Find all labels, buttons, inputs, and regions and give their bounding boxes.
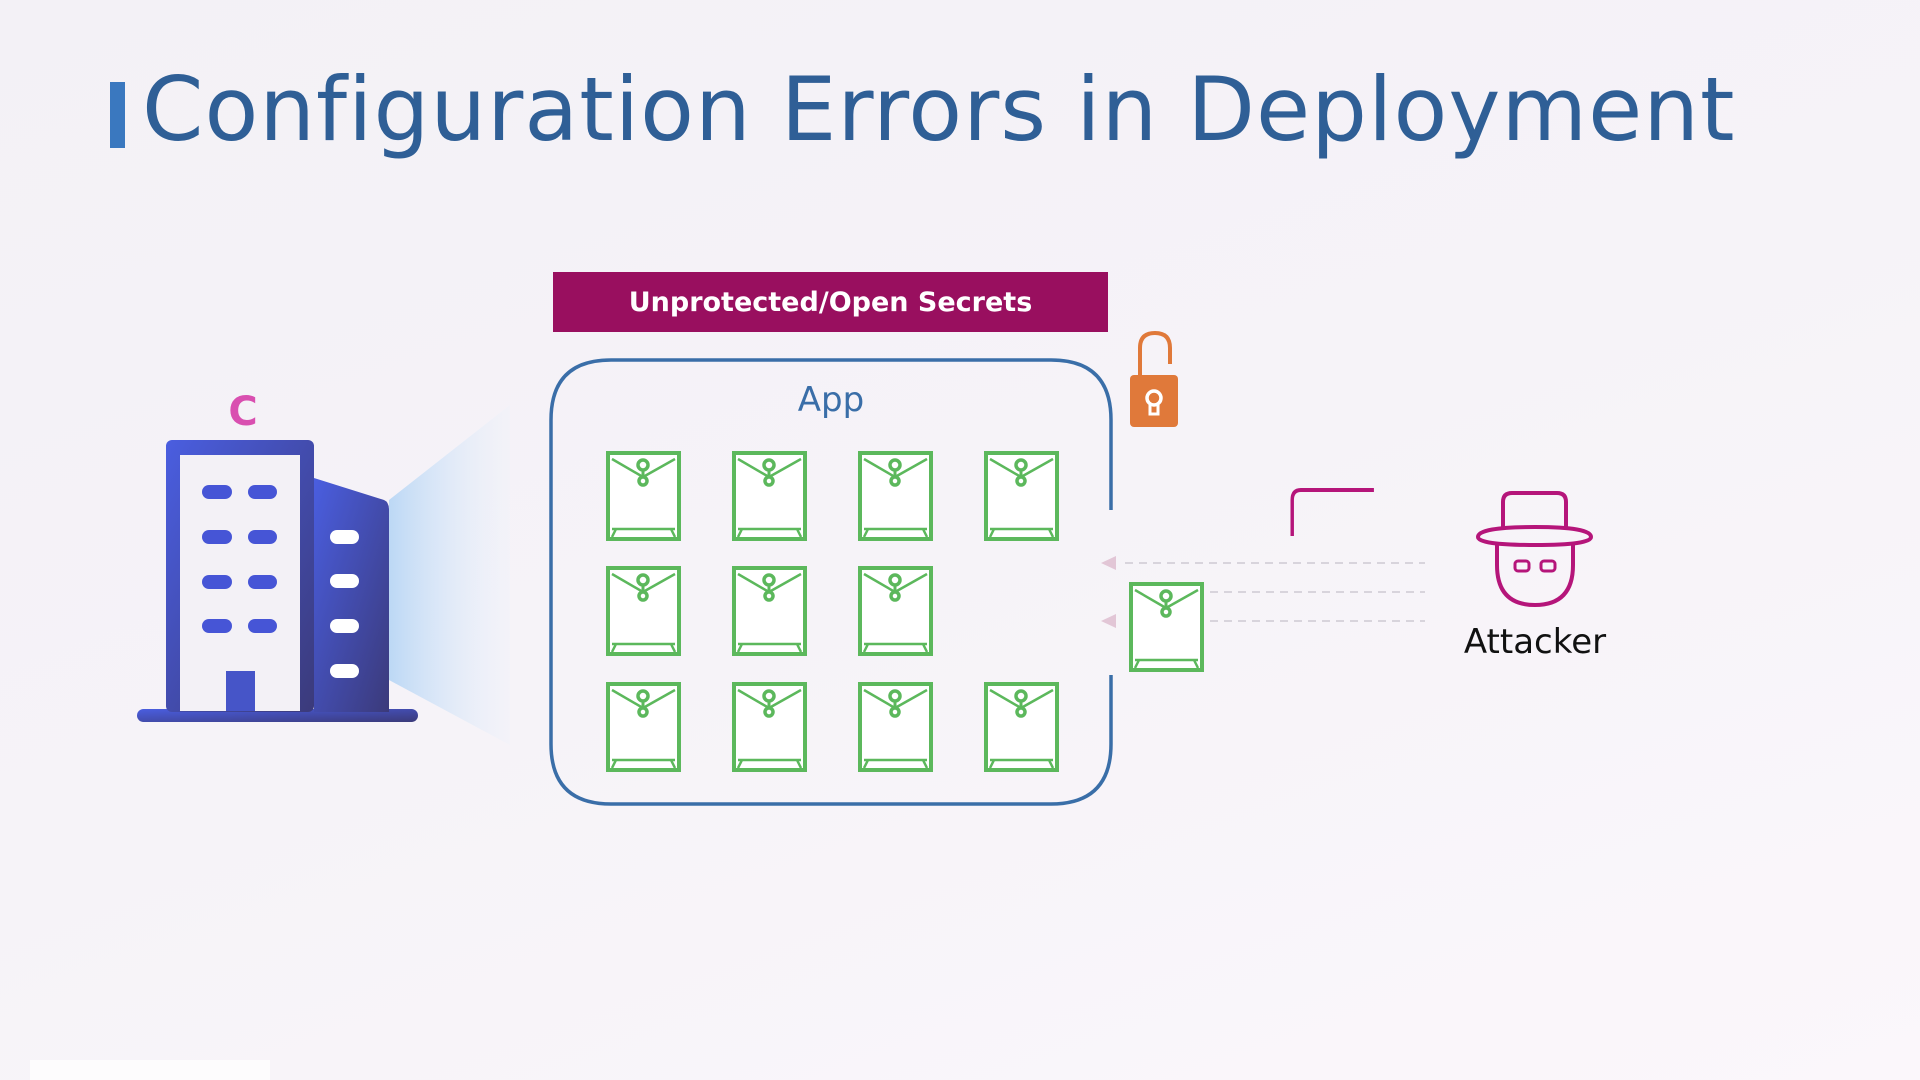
secret-envelope-icon	[732, 451, 807, 541]
app-label: App	[797, 380, 865, 420]
secret-envelope-icon	[732, 682, 807, 772]
envelope-grid	[606, 451, 1059, 772]
exfiltration-arrows	[1125, 562, 1425, 622]
page-title: Configuration Errors in Deployment	[142, 58, 1736, 161]
secret-envelope-icon	[606, 682, 681, 772]
unprotected-secrets-banner: Unprotected/Open Secrets	[553, 272, 1108, 332]
secret-envelope-icon	[984, 451, 1059, 541]
open-lock-icon	[1130, 330, 1178, 427]
secret-envelope-icon	[858, 682, 933, 772]
attacker-icon	[1290, 488, 1594, 608]
building-icon	[137, 440, 418, 722]
secret-envelope-icon	[858, 566, 933, 656]
attacker-label: Attacker	[1463, 622, 1607, 662]
company-logo-letter: C	[228, 389, 257, 435]
light-beam	[389, 405, 510, 745]
title-accent-bar	[110, 82, 125, 148]
bottom-strip	[30, 1060, 270, 1080]
secret-envelope-icon	[984, 682, 1059, 772]
secret-envelope-icon	[606, 451, 681, 541]
secret-envelope-icon	[858, 451, 933, 541]
app-container	[549, 358, 1113, 806]
secret-envelope-icon	[606, 566, 681, 656]
secret-envelope-icon	[732, 566, 807, 656]
stolen-secret-envelope-icon	[1129, 582, 1204, 672]
